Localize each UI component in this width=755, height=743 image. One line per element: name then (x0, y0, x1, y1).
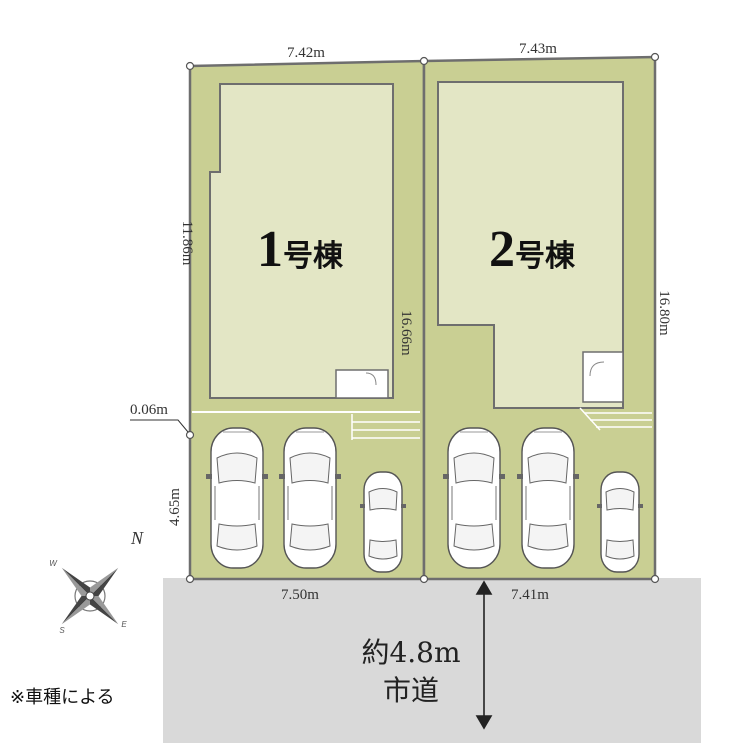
survey-points (185, 52, 660, 584)
steps-2 (579, 407, 652, 431)
car-2a (442, 427, 506, 569)
building-2 (437, 81, 624, 409)
building-1-label: 1号棟 (257, 221, 344, 278)
car-2c (596, 471, 644, 573)
dim-offset: 0.06m (130, 402, 168, 418)
dim-lot2-top: 7.43m (519, 41, 557, 57)
car-1b (278, 427, 342, 569)
road-width-arrow (475, 580, 493, 730)
road-width-label: 約4.8m (361, 636, 460, 669)
building-1 (209, 83, 394, 399)
entrance-1 (335, 369, 389, 399)
steps-1 (351, 414, 420, 440)
compass-n: N (130, 528, 144, 548)
car-1c (359, 471, 407, 573)
dim-lot1-top: 7.42m (287, 45, 325, 61)
compass-w: W (49, 559, 58, 568)
dim-lot1-bottom: 7.50m (281, 587, 319, 603)
car-2b (516, 427, 580, 569)
compass-s: S (59, 626, 65, 635)
road-type-label: 市道 (383, 674, 439, 707)
compass-rose (61, 567, 119, 625)
vehicle-note: ※車種による (10, 687, 115, 708)
offset-leader (130, 419, 189, 433)
dim-lot1-left: 11.86m (179, 221, 195, 266)
road (163, 578, 701, 743)
compass-e: E (121, 620, 127, 629)
building-2-label: 2号棟 (489, 221, 576, 278)
dim-parking-depth: 4.65m (167, 488, 183, 526)
entrance-2 (582, 351, 624, 403)
dim-lot1-right: 16.66m (398, 310, 414, 356)
car-1a (205, 427, 269, 569)
dim-lot2-bottom: 7.41m (511, 587, 549, 603)
dim-lot2-right: 16.80m (656, 290, 672, 336)
